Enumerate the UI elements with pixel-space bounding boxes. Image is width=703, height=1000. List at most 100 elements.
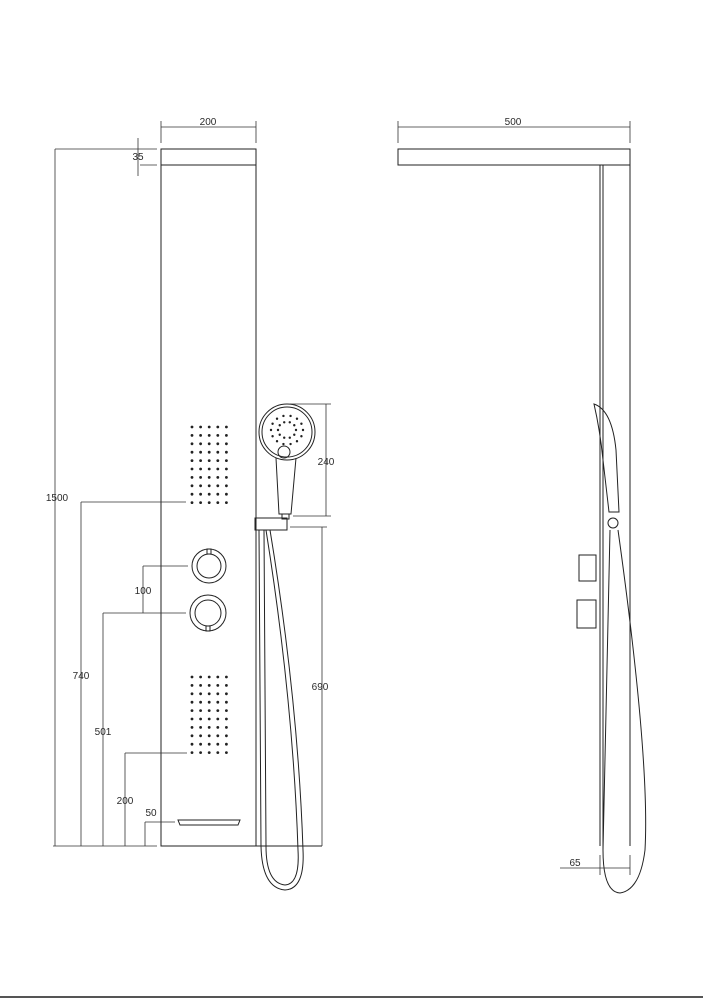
jet-nozzle <box>216 492 220 496</box>
jet-nozzle <box>216 675 220 679</box>
jet-nozzle <box>190 467 194 471</box>
dim-wall-offset: 65 <box>569 858 581 869</box>
side-hand-shower <box>593 403 620 513</box>
spray-hole <box>278 433 281 436</box>
jet-nozzle <box>190 675 194 679</box>
spray-hole <box>288 436 291 439</box>
jet-nozzle <box>216 434 220 437</box>
jet-nozzle <box>207 450 211 454</box>
jet-nozzle <box>225 450 228 454</box>
dim-lower-jets-height: 200 <box>117 796 134 807</box>
jet-nozzle <box>216 709 220 712</box>
jet-nozzle <box>199 459 203 462</box>
jet-nozzle <box>199 675 203 679</box>
jet-nozzle <box>199 492 203 496</box>
jet-nozzle <box>207 434 211 437</box>
jet-nozzle <box>225 425 228 429</box>
jet-nozzle <box>225 692 228 696</box>
waterfall-spout <box>177 819 241 826</box>
jet-nozzle <box>190 434 194 437</box>
jet-nozzle <box>207 684 211 687</box>
jet-nozzle <box>207 751 211 754</box>
jet-nozzle <box>216 501 220 504</box>
shower-holder <box>254 517 288 531</box>
jet-nozzle <box>199 734 203 738</box>
spray-hole <box>294 428 298 432</box>
jet-nozzle <box>199 684 203 687</box>
jet-nozzle <box>216 425 220 429</box>
jet-nozzle <box>216 700 220 704</box>
jet-nozzle <box>207 476 211 479</box>
spray-hole <box>300 435 303 438</box>
jet-nozzle <box>216 442 220 446</box>
jet-nozzle <box>199 425 203 429</box>
jet-nozzle <box>190 484 194 488</box>
side-upper-knob <box>578 554 597 582</box>
jet-nozzle <box>225 675 228 679</box>
jet-nozzle <box>225 467 228 471</box>
jet-nozzle <box>199 709 203 712</box>
jet-nozzle <box>190 501 194 504</box>
dim-upper-jets-height: 740 <box>73 671 90 682</box>
jet-nozzle <box>225 700 228 704</box>
jet-nozzle <box>199 751 203 754</box>
spray-hole <box>301 428 305 432</box>
dim-width: 200 <box>200 117 217 128</box>
spray-hole <box>293 424 296 427</box>
dim-holder-height: 690 <box>312 682 329 693</box>
spray-hole <box>293 433 296 436</box>
jet-nozzle <box>216 726 220 729</box>
jet-nozzle <box>190 692 194 696</box>
jet-nozzle <box>225 684 228 687</box>
spray-hole <box>278 424 281 427</box>
spray-hole <box>271 422 274 425</box>
jet-nozzle <box>207 734 211 738</box>
dim-lower-knob-height: 501 <box>95 727 112 738</box>
jet-nozzle <box>207 484 211 488</box>
jet-nozzle <box>225 751 228 754</box>
jet-nozzle <box>199 476 203 479</box>
spray-hole <box>283 421 286 424</box>
jet-nozzle <box>216 484 220 488</box>
jet-nozzle <box>199 484 203 488</box>
jet-nozzle <box>216 692 220 696</box>
jet-nozzle <box>216 450 220 454</box>
jet-nozzle <box>199 717 203 721</box>
jet-nozzle <box>225 726 228 729</box>
jet-nozzle <box>199 700 203 704</box>
jet-nozzle <box>190 450 194 454</box>
jet-nozzle <box>199 501 203 504</box>
overhead-arm <box>397 148 631 166</box>
jet-nozzle <box>207 459 211 462</box>
jet-nozzle <box>225 434 228 437</box>
jet-nozzle <box>207 501 211 504</box>
jet-nozzle <box>199 742 203 746</box>
jet-nozzle <box>190 742 194 746</box>
jet-nozzle <box>216 742 220 746</box>
spray-hole <box>300 422 303 425</box>
jet-nozzle <box>225 442 228 446</box>
upper-knob <box>191 548 227 584</box>
jet-nozzle <box>199 434 203 437</box>
jet-nozzle <box>199 450 203 454</box>
jet-nozzle <box>190 717 194 721</box>
jet-nozzle <box>216 476 220 479</box>
dim-total-height: 1500 <box>46 493 69 504</box>
jet-nozzle <box>207 700 211 704</box>
jet-nozzle <box>216 684 220 687</box>
jet-nozzle <box>207 717 211 721</box>
jet-nozzle <box>207 492 211 496</box>
spray-hole <box>283 436 286 439</box>
spray-hole <box>295 417 299 420</box>
lower-body-jets <box>190 675 228 754</box>
lower-knob <box>189 594 227 632</box>
jet-nozzle <box>207 726 211 729</box>
jet-nozzle <box>190 700 194 704</box>
panel-side <box>599 165 631 846</box>
jet-nozzle <box>225 742 228 746</box>
jet-nozzle <box>207 692 211 696</box>
jet-nozzle <box>190 425 194 429</box>
jet-nozzle <box>190 442 194 446</box>
jet-nozzle <box>199 442 203 446</box>
